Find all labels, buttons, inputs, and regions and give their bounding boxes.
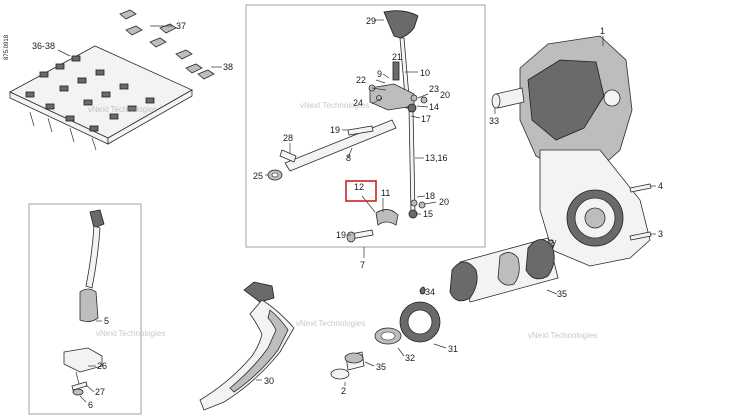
watermark-5: vNext Technologies bbox=[528, 331, 597, 340]
watermark-3: vNext Technologies bbox=[96, 329, 165, 338]
label-17: 17 bbox=[421, 114, 431, 124]
label-6: 6 bbox=[88, 400, 93, 410]
label-26: 26 bbox=[97, 361, 107, 371]
shift-lever-illustration bbox=[267, 10, 428, 243]
label-34: 34 bbox=[425, 287, 435, 297]
harness-illustration bbox=[63, 209, 105, 396]
label-37: 37 bbox=[176, 21, 186, 31]
shift-lever-group-frame bbox=[245, 4, 486, 248]
watermark-2: vNext Technologies bbox=[88, 105, 157, 114]
label-33: 33 bbox=[489, 116, 499, 126]
label-24: 24 bbox=[353, 98, 363, 108]
label-14: 14 bbox=[429, 102, 439, 112]
label-12: 12 bbox=[354, 182, 364, 192]
label-9: 9 bbox=[377, 69, 382, 79]
watermark-4: vNext Technologies bbox=[296, 319, 365, 328]
label-31: 31 bbox=[448, 344, 458, 354]
label-4: 4 bbox=[658, 181, 663, 191]
label-30: 30 bbox=[264, 376, 274, 386]
label-3: 3 bbox=[658, 229, 663, 239]
label-21: 21 bbox=[392, 52, 402, 62]
label-25: 25 bbox=[253, 171, 263, 181]
label-1: 1 bbox=[600, 26, 605, 36]
label-22: 22 bbox=[356, 75, 366, 85]
label-18: 18 bbox=[425, 191, 435, 201]
label-7: 7 bbox=[360, 260, 365, 270]
label-36-38: 36-38 bbox=[32, 41, 55, 51]
label-28: 28 bbox=[283, 133, 293, 143]
harness-group-frame bbox=[28, 203, 142, 415]
watermark-1: vNext Technologies bbox=[300, 101, 369, 110]
label-19-lower: 19 bbox=[336, 230, 346, 240]
label-8: 8 bbox=[346, 153, 351, 163]
label-2: 2 bbox=[549, 238, 554, 248]
shift-cable-illustration bbox=[199, 281, 295, 411]
label-10: 10 bbox=[420, 68, 430, 78]
label-2-oring: 2 bbox=[341, 386, 346, 396]
label-11: 11 bbox=[381, 188, 390, 198]
label-27: 27 bbox=[95, 387, 105, 397]
label-20-top: 20 bbox=[440, 90, 450, 100]
label-32: 32 bbox=[405, 353, 415, 363]
clip-tray-illustration bbox=[9, 9, 215, 151]
label-29: 29 bbox=[366, 16, 376, 26]
label-13-16: 13,16 bbox=[425, 153, 448, 163]
label-23: 23 bbox=[429, 84, 439, 94]
transmission-housing-illustration bbox=[491, 35, 652, 267]
label-5: 5 bbox=[104, 316, 109, 326]
label-19-upper: 19 bbox=[330, 125, 340, 135]
label-15: 15 bbox=[423, 209, 433, 219]
diagram-id: 875.0918 bbox=[4, 34, 10, 60]
label-20-bottom: 20 bbox=[439, 197, 449, 207]
highlight-box-12 bbox=[345, 180, 377, 202]
label-35-lower: 35 bbox=[376, 362, 386, 372]
label-38: 38 bbox=[223, 62, 233, 72]
output-shaft-illustration bbox=[330, 237, 559, 380]
label-35-upper: 35 bbox=[557, 289, 567, 299]
